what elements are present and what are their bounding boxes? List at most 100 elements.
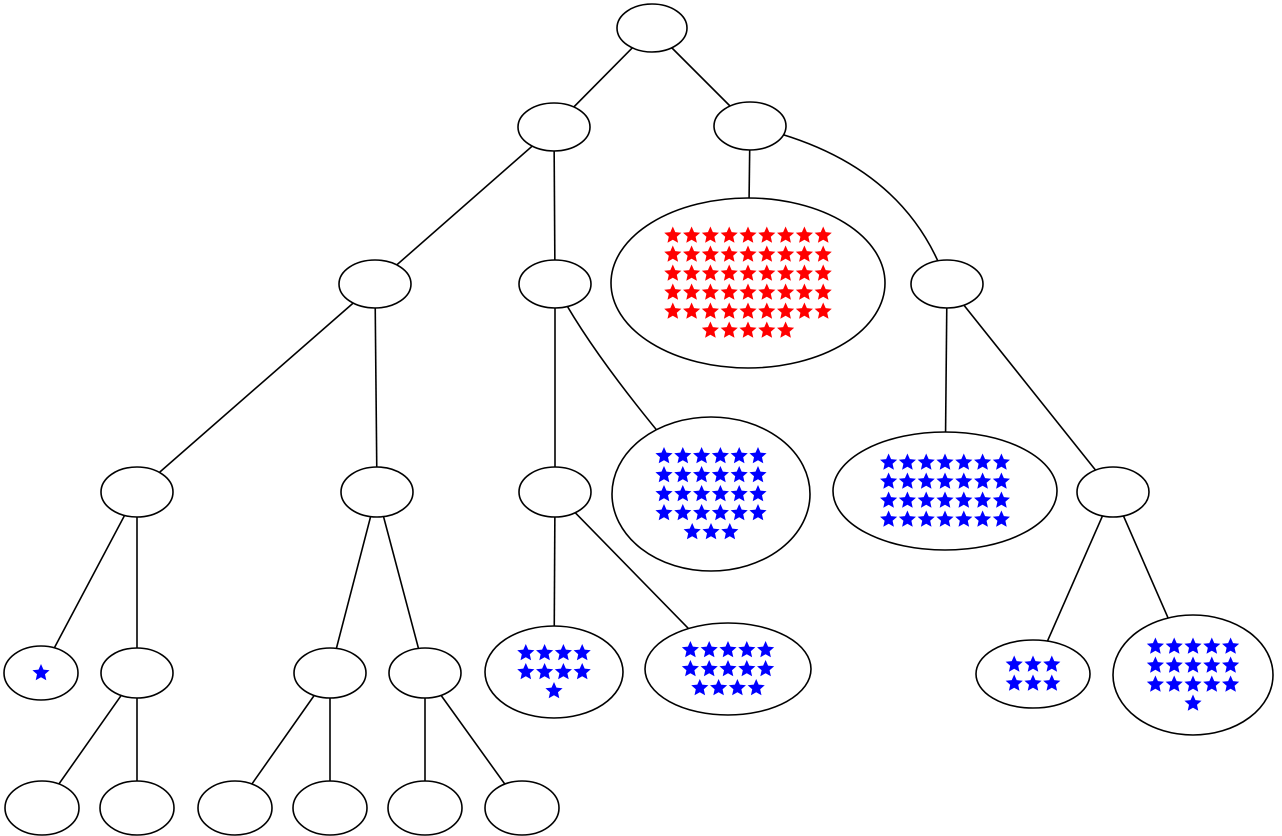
blue-star-icon	[711, 447, 729, 464]
red-star-icon	[758, 302, 776, 319]
node-ellipse-e	[910, 259, 984, 309]
blue-star-icon	[974, 510, 992, 527]
blue-star-icon	[1203, 656, 1221, 673]
red-star-icon	[664, 226, 682, 243]
blue-star-icon	[1184, 637, 1202, 654]
blue-star-icon	[974, 472, 992, 489]
red-star-icon	[795, 302, 813, 319]
blue-star-icon	[700, 641, 718, 658]
blue-star-icon	[955, 472, 973, 489]
red-star-icon	[664, 245, 682, 262]
red-star-icon	[683, 302, 701, 319]
blue-star-icon	[1024, 674, 1042, 691]
red-star-icon	[720, 264, 738, 281]
red-star-icon	[795, 245, 813, 262]
blue-star-icon	[573, 663, 591, 680]
tree-node-l	[388, 647, 462, 699]
tree-node-leaf-blue-28	[832, 431, 1058, 551]
red-star-icon	[720, 245, 738, 262]
tree-node-h	[518, 466, 592, 518]
tree-node-q	[387, 780, 463, 836]
red-star-icon	[758, 226, 776, 243]
blue-star-icon	[917, 510, 935, 527]
blue-star-icon	[1146, 656, 1164, 673]
blue-star-icon	[936, 472, 954, 489]
blue-star-icon	[747, 679, 765, 696]
red-star-icon	[758, 264, 776, 281]
node-ellipse-n	[99, 780, 175, 836]
blue-star-icon	[700, 660, 718, 677]
node-ellipse-p	[292, 780, 368, 836]
red-star-icon	[664, 302, 682, 319]
tree-node-o	[197, 780, 273, 836]
blue-star-icon	[711, 485, 729, 502]
red-star-icon	[701, 283, 719, 300]
tree-node-j	[100, 647, 174, 699]
tree-edge-a-c	[374, 126, 555, 285]
blue-star-icon	[1165, 637, 1183, 654]
tree-edge-c-g	[374, 283, 378, 493]
blue-star-icon	[738, 660, 756, 677]
tree-node-leaf-blue-9	[484, 625, 624, 719]
red-star-icon	[777, 226, 795, 243]
tree-node-leaf-blue-1	[3, 645, 79, 701]
blue-star-icon	[936, 491, 954, 508]
red-star-icon	[814, 283, 832, 300]
red-star-icon	[701, 321, 719, 338]
red-star-icon	[701, 302, 719, 319]
red-star-icon	[739, 245, 757, 262]
blue-star-icon	[992, 510, 1010, 527]
red-star-icon	[720, 302, 738, 319]
blue-star-icon	[955, 453, 973, 470]
red-star-icon	[701, 264, 719, 281]
blue-star-icon	[1024, 655, 1042, 672]
blue-star-icon	[880, 453, 898, 470]
blue-star-icon	[898, 453, 916, 470]
blue-star-icon	[655, 504, 673, 521]
blue-star-icon	[32, 664, 50, 681]
blue-star-icon	[655, 447, 673, 464]
blue-star-icon	[880, 491, 898, 508]
blue-star-icon	[1146, 675, 1164, 692]
blue-star-icon	[917, 453, 935, 470]
blue-star-icon	[719, 660, 737, 677]
tree-node-leaf-blue-6	[975, 639, 1091, 709]
node-ellipse-h	[518, 466, 592, 518]
red-star-icon	[739, 283, 757, 300]
node-ellipse-leaf-blue-28	[832, 431, 1058, 551]
red-star-icon	[814, 302, 832, 319]
red-star-icon	[777, 321, 795, 338]
blue-star-icon	[693, 447, 711, 464]
red-star-icon	[758, 245, 776, 262]
blue-star-icon	[898, 491, 916, 508]
red-star-icon	[739, 302, 757, 319]
node-ellipse-o	[197, 780, 273, 836]
tree-node-leaf-blue-16	[1112, 614, 1274, 736]
node-ellipse-l	[388, 647, 462, 699]
blue-star-icon	[728, 679, 746, 696]
red-star-icon	[814, 264, 832, 281]
blue-star-icon	[545, 682, 563, 699]
node-ellipse-root	[616, 3, 688, 53]
tree-edge-g-k	[329, 491, 378, 674]
red-star-icon	[739, 264, 757, 281]
blue-star-icon	[880, 472, 898, 489]
blue-star-icon	[955, 491, 973, 508]
blue-star-icon	[749, 466, 767, 483]
blue-star-icon	[536, 644, 554, 661]
blue-star-icon	[936, 453, 954, 470]
red-star-icon	[739, 226, 757, 243]
blue-star-icon	[1165, 675, 1183, 692]
node-ellipse-r	[484, 780, 560, 836]
blue-star-icon	[974, 491, 992, 508]
blue-star-icon	[674, 447, 692, 464]
blue-star-icon	[1005, 655, 1023, 672]
blue-star-icon	[974, 453, 992, 470]
node-ellipse-q	[387, 780, 463, 836]
blue-star-icon	[730, 485, 748, 502]
blue-star-icon	[655, 485, 673, 502]
blue-star-icon	[693, 504, 711, 521]
blue-star-icon	[738, 641, 756, 658]
red-star-icon	[739, 321, 757, 338]
